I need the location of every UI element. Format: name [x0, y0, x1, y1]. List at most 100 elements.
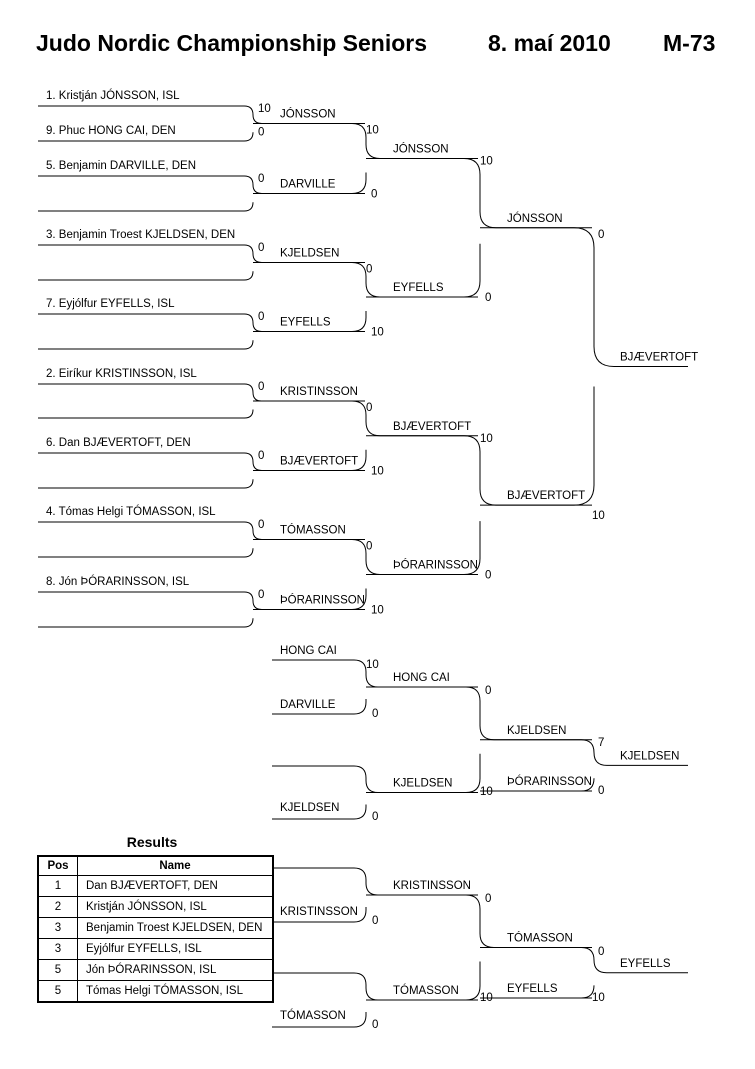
repechage-winner: KRISTINSSON — [393, 880, 471, 892]
bracket-connector — [38, 340, 254, 350]
repechage-entry: KJELDSEN — [280, 802, 339, 814]
round1-winner: EYFELLS — [280, 317, 331, 329]
bracket-connector — [480, 227, 688, 367]
bracket-connector — [272, 907, 367, 923]
bracket-connector — [366, 753, 481, 793]
round2-winner: EYFELLS — [393, 282, 444, 294]
bracket-connector — [38, 132, 254, 142]
bracket-connector — [253, 123, 478, 159]
bracket-connector — [253, 588, 367, 610]
score: 0 — [258, 519, 264, 531]
bracket-connector — [480, 739, 688, 766]
entry-name: 9. Phuc HONG CAI, DEN — [46, 125, 176, 137]
score: 10 — [366, 659, 379, 671]
bronze-winner: EYFELLS — [620, 958, 671, 970]
name-cell: Jón ÞÓRARINSSON, ISL — [77, 959, 274, 981]
bracket-connector — [272, 972, 478, 1001]
score: 0 — [366, 264, 372, 276]
name-column-header: Name — [77, 855, 274, 876]
repechage-winner: KJELDSEN — [393, 778, 452, 790]
score: 10 — [366, 125, 379, 137]
results-header-row: Pos Name — [37, 855, 274, 876]
entry-name: 6. Dan BJÆVERTOFT, DEN — [46, 437, 191, 449]
score: 0 — [372, 811, 378, 823]
entry-name: 1. Kristján JÓNSSON, ISL — [46, 89, 180, 102]
bracket-connector — [366, 243, 481, 298]
bracket-connector — [366, 521, 481, 575]
repechage-entry: HONG CAI — [280, 645, 337, 657]
bracket-connector — [38, 618, 254, 628]
pos-cell: 3 — [37, 917, 78, 939]
repechage-winner: KJELDSEN — [507, 725, 566, 737]
repechage-winner: TÓMASSON — [507, 932, 573, 945]
name-cell: Benjamin Troest KJELDSEN, DEN — [77, 917, 274, 939]
pos-cell: 5 — [37, 959, 78, 981]
score: 0 — [258, 450, 264, 462]
name-cell: Dan BJÆVERTOFT, DEN — [77, 875, 274, 897]
score: 7 — [598, 737, 604, 749]
bracket-connector — [253, 539, 478, 575]
repechage-winner: TÓMASSON — [393, 984, 459, 997]
repechage-entry: TÓMASSON — [280, 1009, 346, 1022]
bracket-connector — [366, 158, 592, 229]
pos-cell: 3 — [37, 938, 78, 960]
entry-name: 4. Tómas Helgi TÓMASSON, ISL — [46, 505, 216, 518]
title-bar: Judo Nordic Championship Seniors 8. maí … — [36, 30, 726, 62]
bracket-connector — [253, 311, 367, 332]
bracket-connector — [38, 548, 254, 558]
bracket-connector — [480, 386, 595, 506]
bracket-connector — [272, 804, 367, 820]
score: 10 — [592, 992, 605, 1004]
score: 0 — [485, 292, 491, 304]
pos-cell: 5 — [37, 980, 78, 1003]
bracket-connector — [272, 765, 478, 793]
repechage-winner: HONG CAI — [393, 672, 450, 684]
score: 0 — [598, 785, 604, 797]
bracket-connector — [366, 961, 481, 1001]
bracket-connector — [253, 172, 367, 194]
bracket-connector — [272, 659, 478, 688]
score: 10 — [480, 156, 493, 168]
score: 0 — [366, 541, 372, 553]
round1-winner: KRISTINSSON — [280, 386, 358, 398]
repechage-opponent: ÞÓRARINSSON — [507, 775, 592, 788]
bracket-connector — [38, 409, 254, 419]
round1-winner: DARVILLE — [280, 179, 336, 191]
score: 0 — [258, 589, 264, 601]
round1-winner: ÞÓRARINSSON — [280, 594, 365, 607]
round2-winner: ÞÓRARINSSON — [393, 559, 478, 572]
score: 0 — [258, 311, 264, 323]
score: 0 — [258, 127, 264, 139]
score: 0 — [371, 189, 377, 201]
bracket-connector — [272, 1012, 367, 1028]
score: 10 — [480, 786, 493, 798]
score: 10 — [371, 605, 384, 617]
score: 0 — [598, 946, 604, 958]
score: 0 — [372, 708, 378, 720]
name-cell: Kristján JÓNSSON, ISL — [77, 896, 274, 918]
bracket-connector — [480, 947, 688, 974]
bracket-connector — [480, 985, 595, 999]
round1-winner: JÓNSSON — [280, 108, 336, 121]
name-cell: Tómas Helgi TÓMASSON, ISL — [77, 980, 274, 1003]
pos-cell: 2 — [37, 896, 78, 918]
bracket-connector — [366, 686, 592, 741]
round2-winner: BJÆVERTOFT — [393, 421, 471, 433]
name-cell: Eyjólfur EYFELLS, ISL — [77, 938, 274, 960]
pos-column-header: Pos — [37, 855, 78, 876]
round3-winner: JÓNSSON — [507, 212, 563, 225]
entry-name: 2. Eiríkur KRISTINSSON, ISL — [46, 368, 197, 380]
score: 0 — [485, 570, 491, 582]
score: 10 — [480, 433, 493, 445]
bracket-connector — [480, 778, 595, 792]
bracket-connector — [38, 271, 254, 281]
score: 0 — [372, 1019, 378, 1031]
score: 0 — [258, 381, 264, 393]
entry-name: 5. Benjamin DARVILLE, DEN — [46, 160, 196, 172]
score: 10 — [371, 466, 384, 478]
bracket-connector — [253, 449, 367, 471]
